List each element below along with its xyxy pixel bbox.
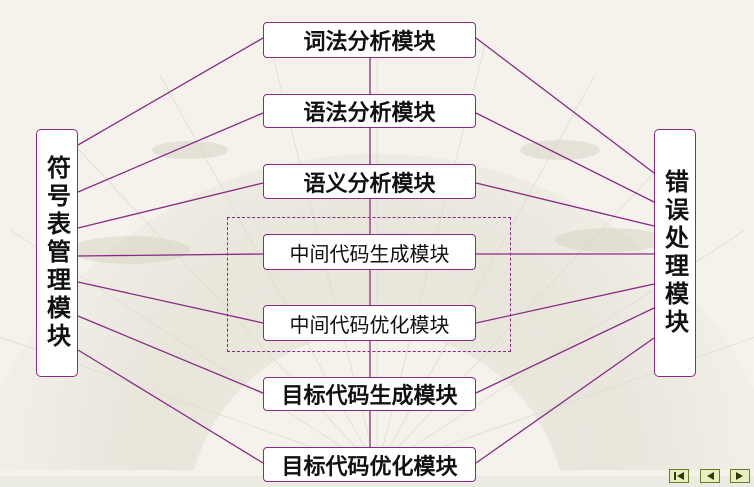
next-slide-icon bbox=[734, 471, 746, 481]
lexical-analysis-module: 词法分析模块 bbox=[263, 22, 476, 58]
right-link-syntax bbox=[476, 113, 654, 202]
right-link-lexical bbox=[476, 38, 654, 173]
left-link-target-opt bbox=[78, 350, 263, 463]
semantic-analysis-module: 语义分析模块 bbox=[263, 164, 476, 199]
symbol-table-management-module: 符号表管理模块 bbox=[36, 129, 78, 377]
first-slide-icon bbox=[673, 471, 685, 481]
syntax-analysis-label: 语法分析模块 bbox=[303, 95, 435, 127]
symbol-table-management-label: 符号表管理模块 bbox=[40, 155, 75, 351]
intermediate-code-optimization-module: 中间代码优化模块 bbox=[263, 305, 476, 341]
previous-slide-button[interactable] bbox=[700, 469, 720, 483]
previous-slide-icon bbox=[704, 471, 716, 481]
target-code-generation-label: 目标代码生成模块 bbox=[281, 378, 457, 410]
target-code-generation-module: 目标代码生成模块 bbox=[263, 377, 476, 411]
lexical-analysis-label: 词法分析模块 bbox=[303, 24, 435, 56]
right-link-target-opt bbox=[476, 338, 654, 463]
first-slide-button[interactable] bbox=[669, 469, 689, 483]
intermediate-code-generation-module: 中间代码生成模块 bbox=[263, 234, 476, 270]
intermediate-code-optimization-label: 中间代码优化模块 bbox=[290, 309, 450, 338]
target-code-optimization-module: 目标代码优化模块 bbox=[263, 447, 476, 482]
left-link-syntax bbox=[78, 113, 263, 192]
semantic-analysis-label: 语义分析模块 bbox=[303, 166, 435, 198]
left-link-lexical bbox=[78, 38, 263, 145]
target-code-optimization-label: 目标代码优化模块 bbox=[281, 449, 457, 481]
error-handling-label: 错误处理模块 bbox=[658, 169, 693, 337]
syntax-analysis-module: 语法分析模块 bbox=[263, 94, 476, 128]
intermediate-code-generation-label: 中间代码生成模块 bbox=[290, 238, 450, 267]
next-slide-button[interactable] bbox=[730, 469, 750, 483]
error-handling-module: 错误处理模块 bbox=[654, 129, 696, 377]
